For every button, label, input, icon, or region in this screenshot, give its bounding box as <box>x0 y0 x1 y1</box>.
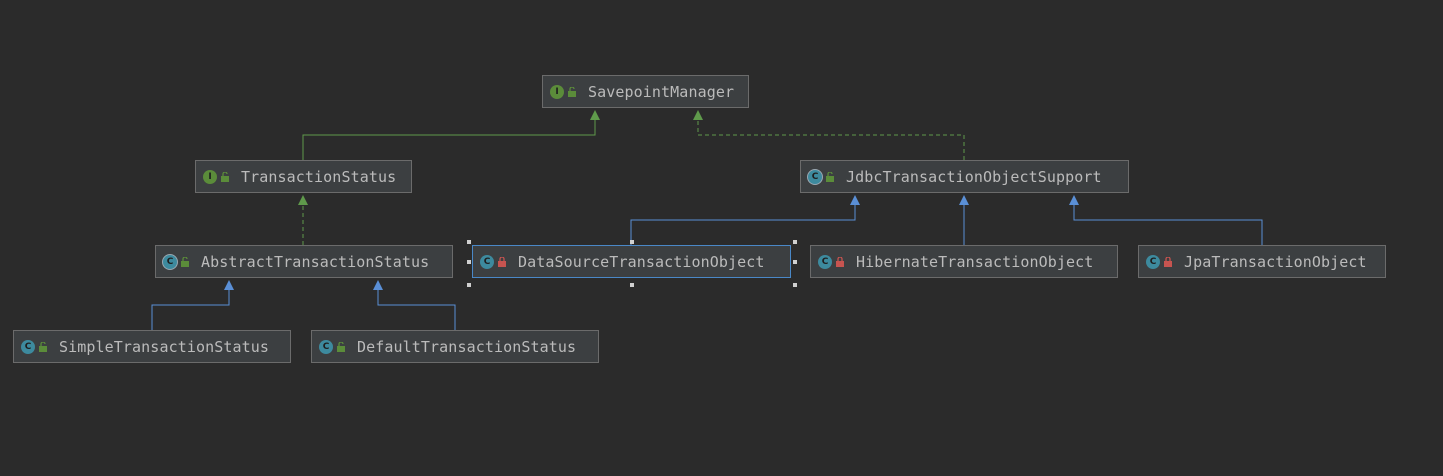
class-icon: C <box>480 254 494 269</box>
class-icon: C <box>319 339 333 354</box>
edge-jdbc-support-to-savepoint-manager <box>697 118 965 160</box>
node-savepoint-manager[interactable]: I SavepointManager <box>542 75 749 108</box>
node-transaction-status[interactable]: I TransactionStatus <box>195 160 412 193</box>
interface-icon: I <box>550 84 564 99</box>
node-label: TransactionStatus <box>241 167 397 186</box>
node-abstract-transaction-status[interactable]: C AbstractTransactionStatus <box>155 245 453 278</box>
class-icon: C <box>818 254 832 269</box>
node-label: DefaultTransactionStatus <box>357 337 577 356</box>
private-access-icon <box>836 256 844 267</box>
public-access-icon <box>826 171 834 182</box>
private-access-icon <box>1164 256 1172 267</box>
public-access-icon <box>221 171 229 182</box>
edge-jpa-to-jdbc-support <box>1073 203 1263 245</box>
selection-handle-bottom-right[interactable] <box>793 283 797 287</box>
node-label: SavepointManager <box>588 82 735 101</box>
node-simple-transaction-status[interactable]: C SimpleTransactionStatus <box>13 330 291 363</box>
edge-arrow-savepoint-manager-left <box>590 110 600 120</box>
edge-transaction-status-to-savepoint-manager <box>302 118 596 160</box>
public-access-icon <box>39 341 47 352</box>
edge-arrow-jdbc-support-right <box>1069 195 1079 205</box>
selection-handle-top-left[interactable] <box>467 240 471 244</box>
class-icon: C <box>1146 254 1160 269</box>
selection-handle-middle-right[interactable] <box>793 260 797 264</box>
selection-handle-bottom-middle[interactable] <box>630 283 634 287</box>
public-access-icon <box>568 86 576 97</box>
edge-arrow-jdbc-support-left <box>850 195 860 205</box>
class-icon: C <box>21 339 35 354</box>
edge-arrow-abstract-status-left <box>224 280 234 290</box>
node-jpa-transaction-object[interactable]: C JpaTransactionObject <box>1138 245 1386 278</box>
edge-arrow-transaction-status <box>298 195 308 205</box>
edge-simple-status-to-abstract-status <box>151 288 230 330</box>
abstract-class-icon: C <box>808 169 822 184</box>
node-label: JpaTransactionObject <box>1184 252 1367 271</box>
node-label: SimpleTransactionStatus <box>59 337 270 356</box>
node-label: JdbcTransactionObjectSupport <box>846 167 1102 186</box>
edge-arrow-abstract-status-right <box>373 280 383 290</box>
selection-handle-middle-left[interactable] <box>467 260 471 264</box>
node-label: HibernateTransactionObject <box>856 252 1094 271</box>
selection-handle-top-middle[interactable] <box>630 240 634 244</box>
node-label: DataSourceTransactionObject <box>518 252 765 271</box>
interface-icon: I <box>203 169 217 184</box>
node-jdbc-transaction-object-support[interactable]: C JdbcTransactionObjectSupport <box>800 160 1129 193</box>
edge-default-status-to-abstract-status <box>377 288 456 330</box>
node-default-transaction-status[interactable]: C DefaultTransactionStatus <box>311 330 599 363</box>
node-hibernate-transaction-object[interactable]: C HibernateTransactionObject <box>810 245 1118 278</box>
selection-handle-top-right[interactable] <box>793 240 797 244</box>
public-access-icon <box>337 341 345 352</box>
edge-arrow-savepoint-manager-right <box>693 110 703 120</box>
public-access-icon <box>181 256 189 267</box>
selection-handle-bottom-left[interactable] <box>467 283 471 287</box>
edge-datasource-to-jdbc-support <box>630 203 856 245</box>
private-access-icon <box>498 256 506 267</box>
node-data-source-transaction-object[interactable]: C DataSourceTransactionObject <box>472 245 791 278</box>
abstract-class-icon: C <box>163 254 177 269</box>
node-label: AbstractTransactionStatus <box>201 252 430 271</box>
edge-arrow-jdbc-support-middle <box>959 195 969 205</box>
